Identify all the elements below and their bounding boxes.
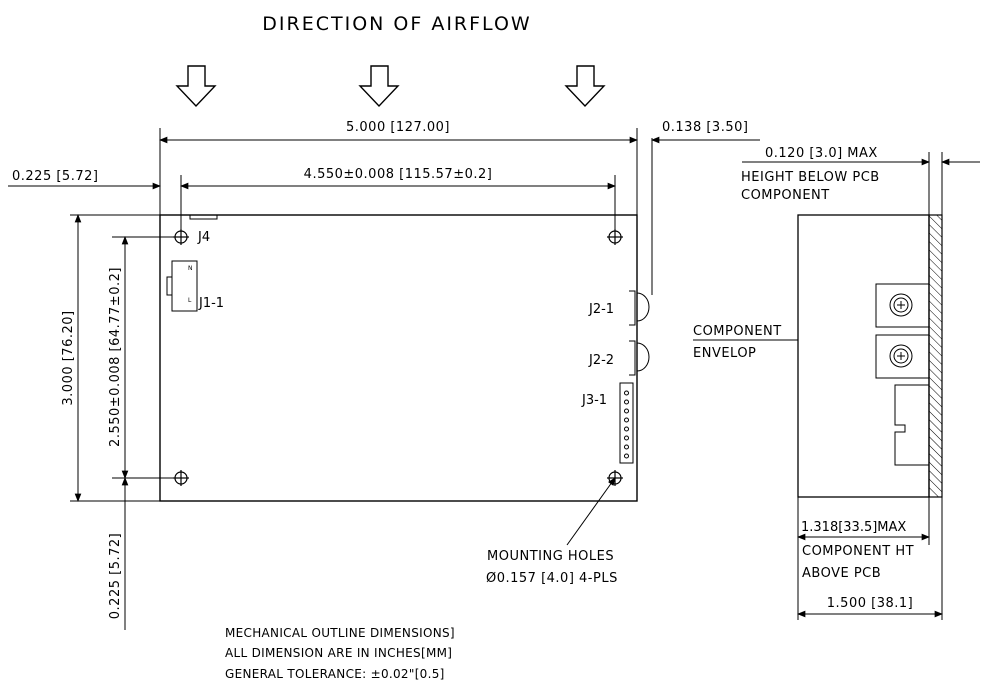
note-line-3: GENERAL TOLERANCE: ±0.02"[0.5] [225, 667, 445, 681]
side-depth-label: 1.500 [38.1] [827, 596, 913, 611]
j1-connector [166, 260, 198, 312]
extension-lines [70, 128, 653, 502]
envelope-label-2: ENVELOP [693, 346, 756, 361]
mounting-hole-icon [607, 229, 623, 245]
airflow-arrow-icon [358, 65, 400, 108]
mounting-holes-spec: Ø0.157 [4.0] 4-PLS [486, 571, 618, 586]
mounting-hole-icon [173, 229, 189, 245]
right-offset-label: 0.138 [3.50] [662, 120, 748, 135]
note-line-1: MECHANICAL OUTLINE DIMENSIONS] [225, 626, 455, 640]
hole-spacing-y-label: 2.550±0.008 [64.77±0.2] [108, 267, 123, 447]
j1-pin-l: L [188, 297, 192, 304]
width-dimension-label: 5.000 [127.00] [346, 120, 450, 135]
side-component-envelope [797, 214, 930, 498]
airflow-arrow-icon [175, 65, 217, 108]
side-header-connector [894, 384, 929, 466]
left-offset-label: 0.225 [5.72] [12, 169, 98, 184]
note-line-2: ALL DIMENSION ARE IN INCHES[MM] [225, 646, 452, 660]
height-below-label: HEIGHT BELOW PCB [741, 170, 880, 185]
j4-connector [189, 214, 218, 220]
j2-2-connector [629, 340, 650, 376]
hole-spacing-x-label: 4.550±0.008 [115.57±0.2] [304, 167, 493, 182]
mounting-holes [173, 229, 623, 486]
terminal-block-1 [875, 283, 930, 328]
height-below-label-2: COMPONENT [741, 188, 830, 203]
height-dimension-label: 3.000 [76.20] [61, 310, 76, 405]
mounting-hole-icon [173, 470, 189, 486]
j1-label: J1-1 [198, 296, 224, 311]
j3-label: J3-1 [581, 393, 607, 408]
terminal-block-2 [875, 334, 930, 379]
j2-1-connector [629, 290, 650, 326]
side-pcb-hatch [928, 214, 943, 498]
j3-connector [619, 382, 634, 464]
j2-1-label: J2-1 [588, 302, 614, 317]
j2-2-label: J2-2 [588, 353, 614, 368]
j4-label: J4 [197, 230, 210, 245]
component-ht-label-2: ABOVE PCB [802, 566, 881, 581]
below-pcb-dimension-label: 0.120 [3.0] MAX [765, 146, 878, 161]
airflow-arrow-icon [564, 65, 606, 108]
envelope-label: COMPONENT [693, 324, 782, 339]
j1-pin-n: N [188, 265, 193, 272]
pcb-outline [159, 214, 638, 502]
diagram-title: DIRECTION OF AIRFLOW [262, 13, 531, 35]
airflow-arrows [175, 65, 606, 108]
component-ht-dimension-label: 1.318[33.5]MAX [801, 520, 906, 535]
mounting-holes-label: MOUNTING HOLES [487, 549, 614, 564]
component-ht-label: COMPONENT HT [802, 544, 914, 559]
bottom-offset-label: 0.225 [5.72] [108, 533, 123, 619]
